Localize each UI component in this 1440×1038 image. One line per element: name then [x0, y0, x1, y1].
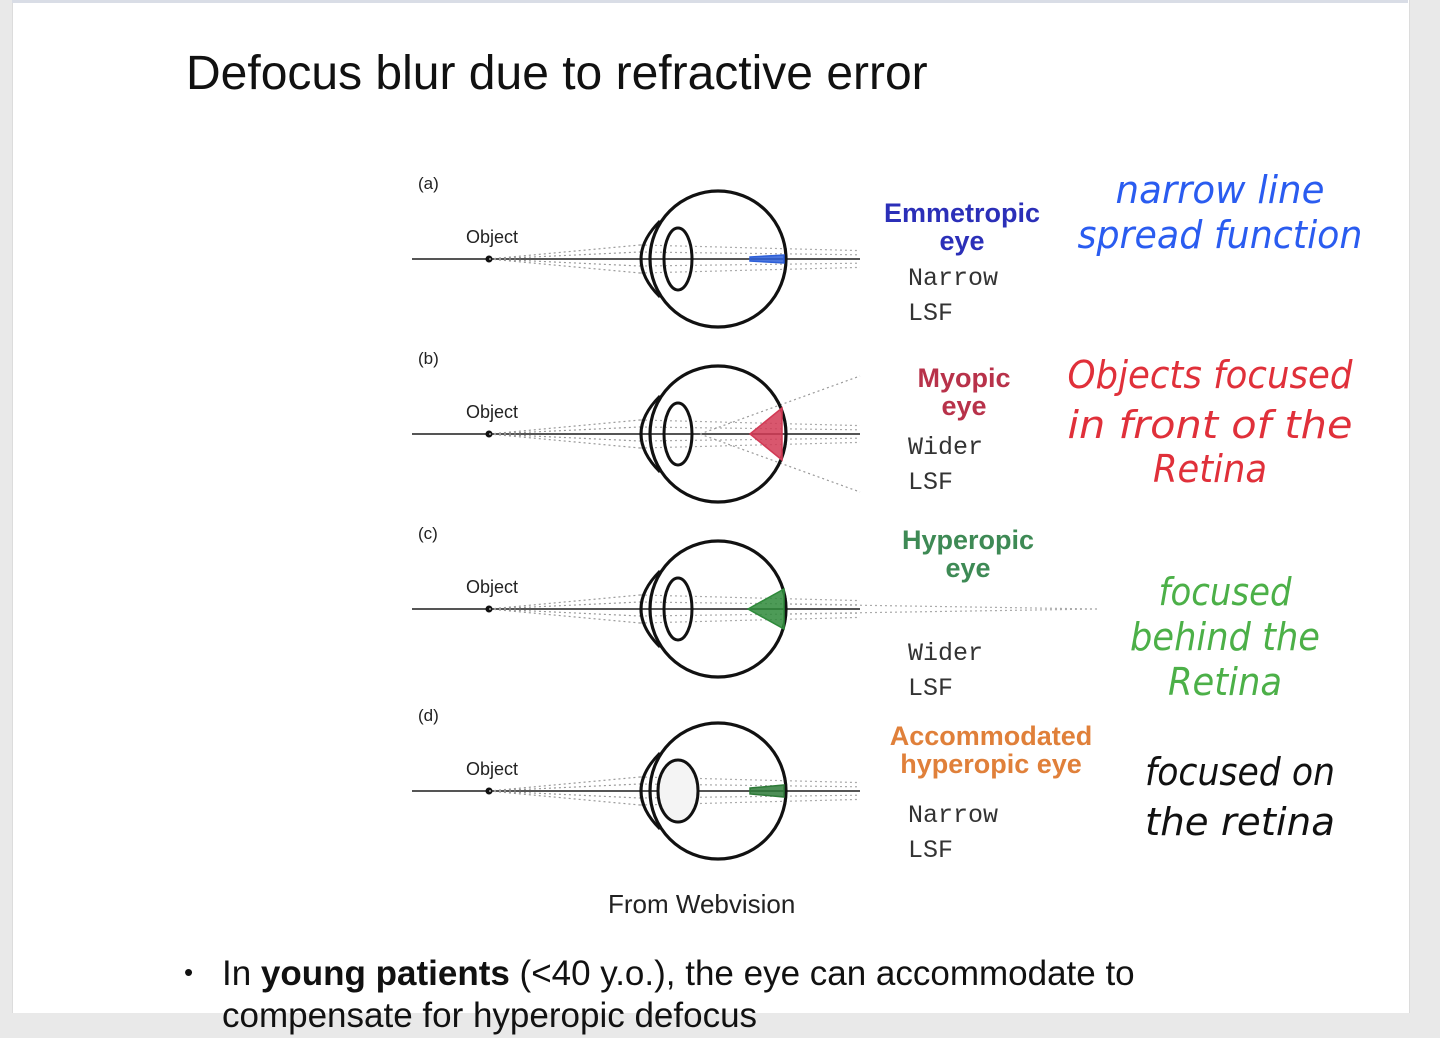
ray-line: [639, 601, 861, 606]
panel-letter: (c): [418, 524, 438, 543]
ray-line: [488, 258, 641, 274]
handwritten-note: focused: [1159, 570, 1293, 614]
handwritten-note: focused on: [1145, 750, 1335, 794]
handwritten-note: Objects focused: [1068, 353, 1354, 397]
ray-line: [639, 426, 861, 431]
eyeball-icon: [648, 539, 788, 679]
ray-line: [488, 258, 641, 267]
focus-cone-icon: [748, 406, 783, 462]
ray-line: [639, 441, 861, 449]
bullet-prefix: In: [222, 954, 261, 993]
eyeball-icon: [648, 721, 788, 861]
ray-line: [488, 419, 641, 435]
panel-letter: (a): [418, 174, 439, 193]
cornea-icon: [639, 394, 662, 474]
cornea-icon: [639, 569, 662, 649]
handwritten-note: Retina: [1168, 660, 1282, 704]
eyeball-icon: [648, 189, 788, 329]
lsf-label: Wider: [908, 433, 983, 462]
ray-line: [639, 262, 861, 267]
ray-line: [639, 419, 861, 427]
ray-line: [639, 266, 861, 274]
lens-icon: [656, 758, 700, 824]
panel-letter: (b): [418, 349, 439, 368]
lens-icon: [662, 226, 694, 292]
slide-title: Defocus blur due to refractive error: [186, 47, 928, 100]
bullet-suffix: (<40 y.o.), the eye can accommodate to: [509, 954, 1135, 993]
ray-line: [488, 783, 641, 792]
handwritten-note: spread function: [1078, 213, 1363, 257]
eye-type-title: Myopic: [917, 363, 1010, 393]
eyeball-icon: [648, 364, 788, 504]
eye-type-title: Emmetropic: [884, 198, 1040, 228]
lsf-label: LSF: [908, 836, 953, 865]
extended-ray-line: [779, 603, 1099, 610]
lsf-label: LSF: [908, 674, 953, 703]
ray-line: [639, 612, 861, 617]
top-border: [12, 0, 1408, 3]
object-label: Object: [466, 402, 518, 422]
bullet-bold: young patients: [260, 954, 510, 993]
ray-line: [488, 790, 641, 799]
object-label: Object: [466, 577, 518, 597]
figure-credit: From Webvision: [608, 889, 796, 919]
ray-line: [488, 244, 641, 260]
lsf-label: LSF: [908, 468, 953, 497]
handwritten-note: the retina: [1145, 800, 1335, 844]
focus-cone-icon: [749, 784, 785, 798]
focus-cone-icon: [749, 254, 785, 264]
bullet-continuation: compensate for hyperopic defocus: [222, 996, 758, 1035]
ray-line: [639, 244, 861, 252]
lens-icon: [662, 576, 694, 642]
handwritten-note: Retina: [1153, 447, 1267, 491]
slide: [12, 0, 1410, 1013]
eye-type-title: eye: [939, 226, 984, 256]
bullet-dot-icon: •: [184, 957, 194, 987]
ray-line: [488, 608, 641, 624]
handwritten-note: narrow line: [1116, 168, 1325, 212]
eye-type-title: Hyperopic: [902, 525, 1034, 555]
ray-line: [488, 608, 641, 617]
ray-line: [488, 776, 641, 792]
eye-type-title: hyperopic eye: [900, 749, 1082, 779]
ray-line: [639, 251, 861, 256]
object-label: Object: [466, 759, 518, 779]
ray-line: [488, 790, 641, 806]
handwritten-note: in front of the: [1068, 403, 1353, 447]
ray-line: [488, 601, 641, 610]
eye-type-title: Accommodated: [890, 721, 1093, 751]
cornea-icon: [639, 219, 662, 299]
lsf-label: Wider: [908, 639, 983, 668]
handwritten-note: behind the: [1130, 615, 1320, 659]
object-label: Object: [466, 227, 518, 247]
extended-ray-line: [779, 608, 1099, 615]
lsf-label: Narrow: [908, 264, 998, 293]
panel-letter: (d): [418, 706, 439, 725]
ray-line: [488, 433, 641, 449]
focus-cone-icon: [746, 587, 785, 631]
ray-line: [488, 251, 641, 260]
ray-line: [639, 437, 861, 442]
ray-line: [639, 594, 861, 602]
ray-line: [488, 433, 641, 442]
cornea-icon: [639, 751, 662, 831]
eye-type-title: eye: [945, 553, 990, 583]
ray-line: [488, 426, 641, 435]
lsf-label: LSF: [908, 299, 953, 328]
eye-type-title: eye: [941, 391, 986, 421]
ray-line: [639, 616, 861, 624]
bullet-item: • In young patients (<40 y.o.), the eye c…: [184, 950, 1334, 996]
lens-icon: [662, 401, 694, 467]
lsf-label: Narrow: [908, 801, 998, 830]
ray-line: [488, 594, 641, 610]
